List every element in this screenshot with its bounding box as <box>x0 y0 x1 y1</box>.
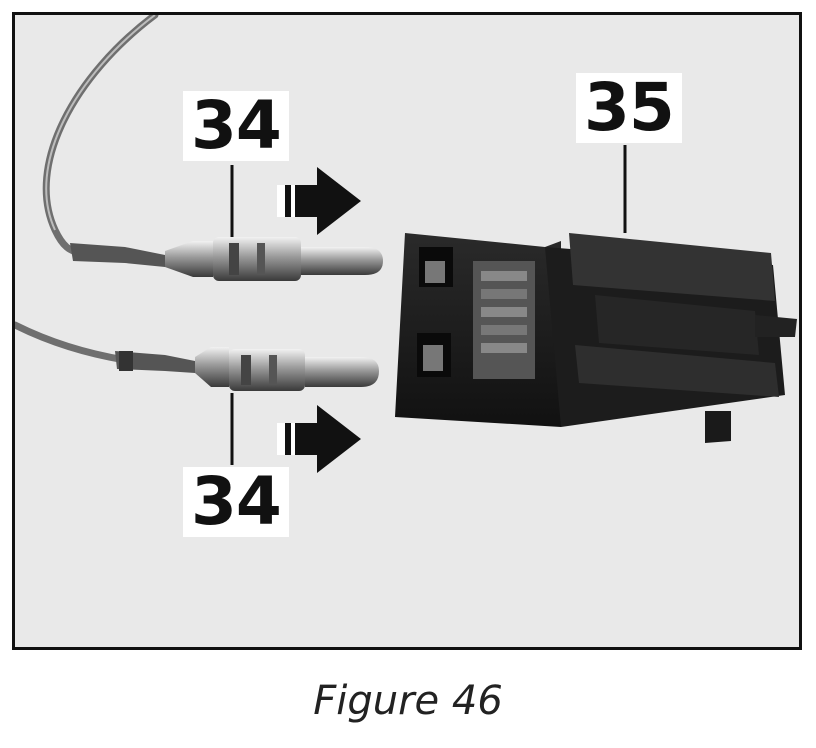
connector-illustration <box>15 15 797 473</box>
lower-wire <box>15 321 129 364</box>
figure-caption: Figure 46 <box>313 678 503 724</box>
upper-wire <box>42 15 159 257</box>
callout-34-upper: 34 <box>183 91 289 161</box>
figure-photo: 34 34 35 <box>12 12 802 650</box>
upper-wire-highlight <box>45 15 156 231</box>
callout-35: 35 <box>576 73 682 143</box>
connector-housing <box>395 233 797 443</box>
upper-pin <box>70 237 383 281</box>
lower-pin <box>115 347 379 391</box>
lower-arrow-icon <box>277 405 361 473</box>
callout-34-lower: 34 <box>183 467 289 537</box>
upper-arrow-icon <box>277 167 361 235</box>
